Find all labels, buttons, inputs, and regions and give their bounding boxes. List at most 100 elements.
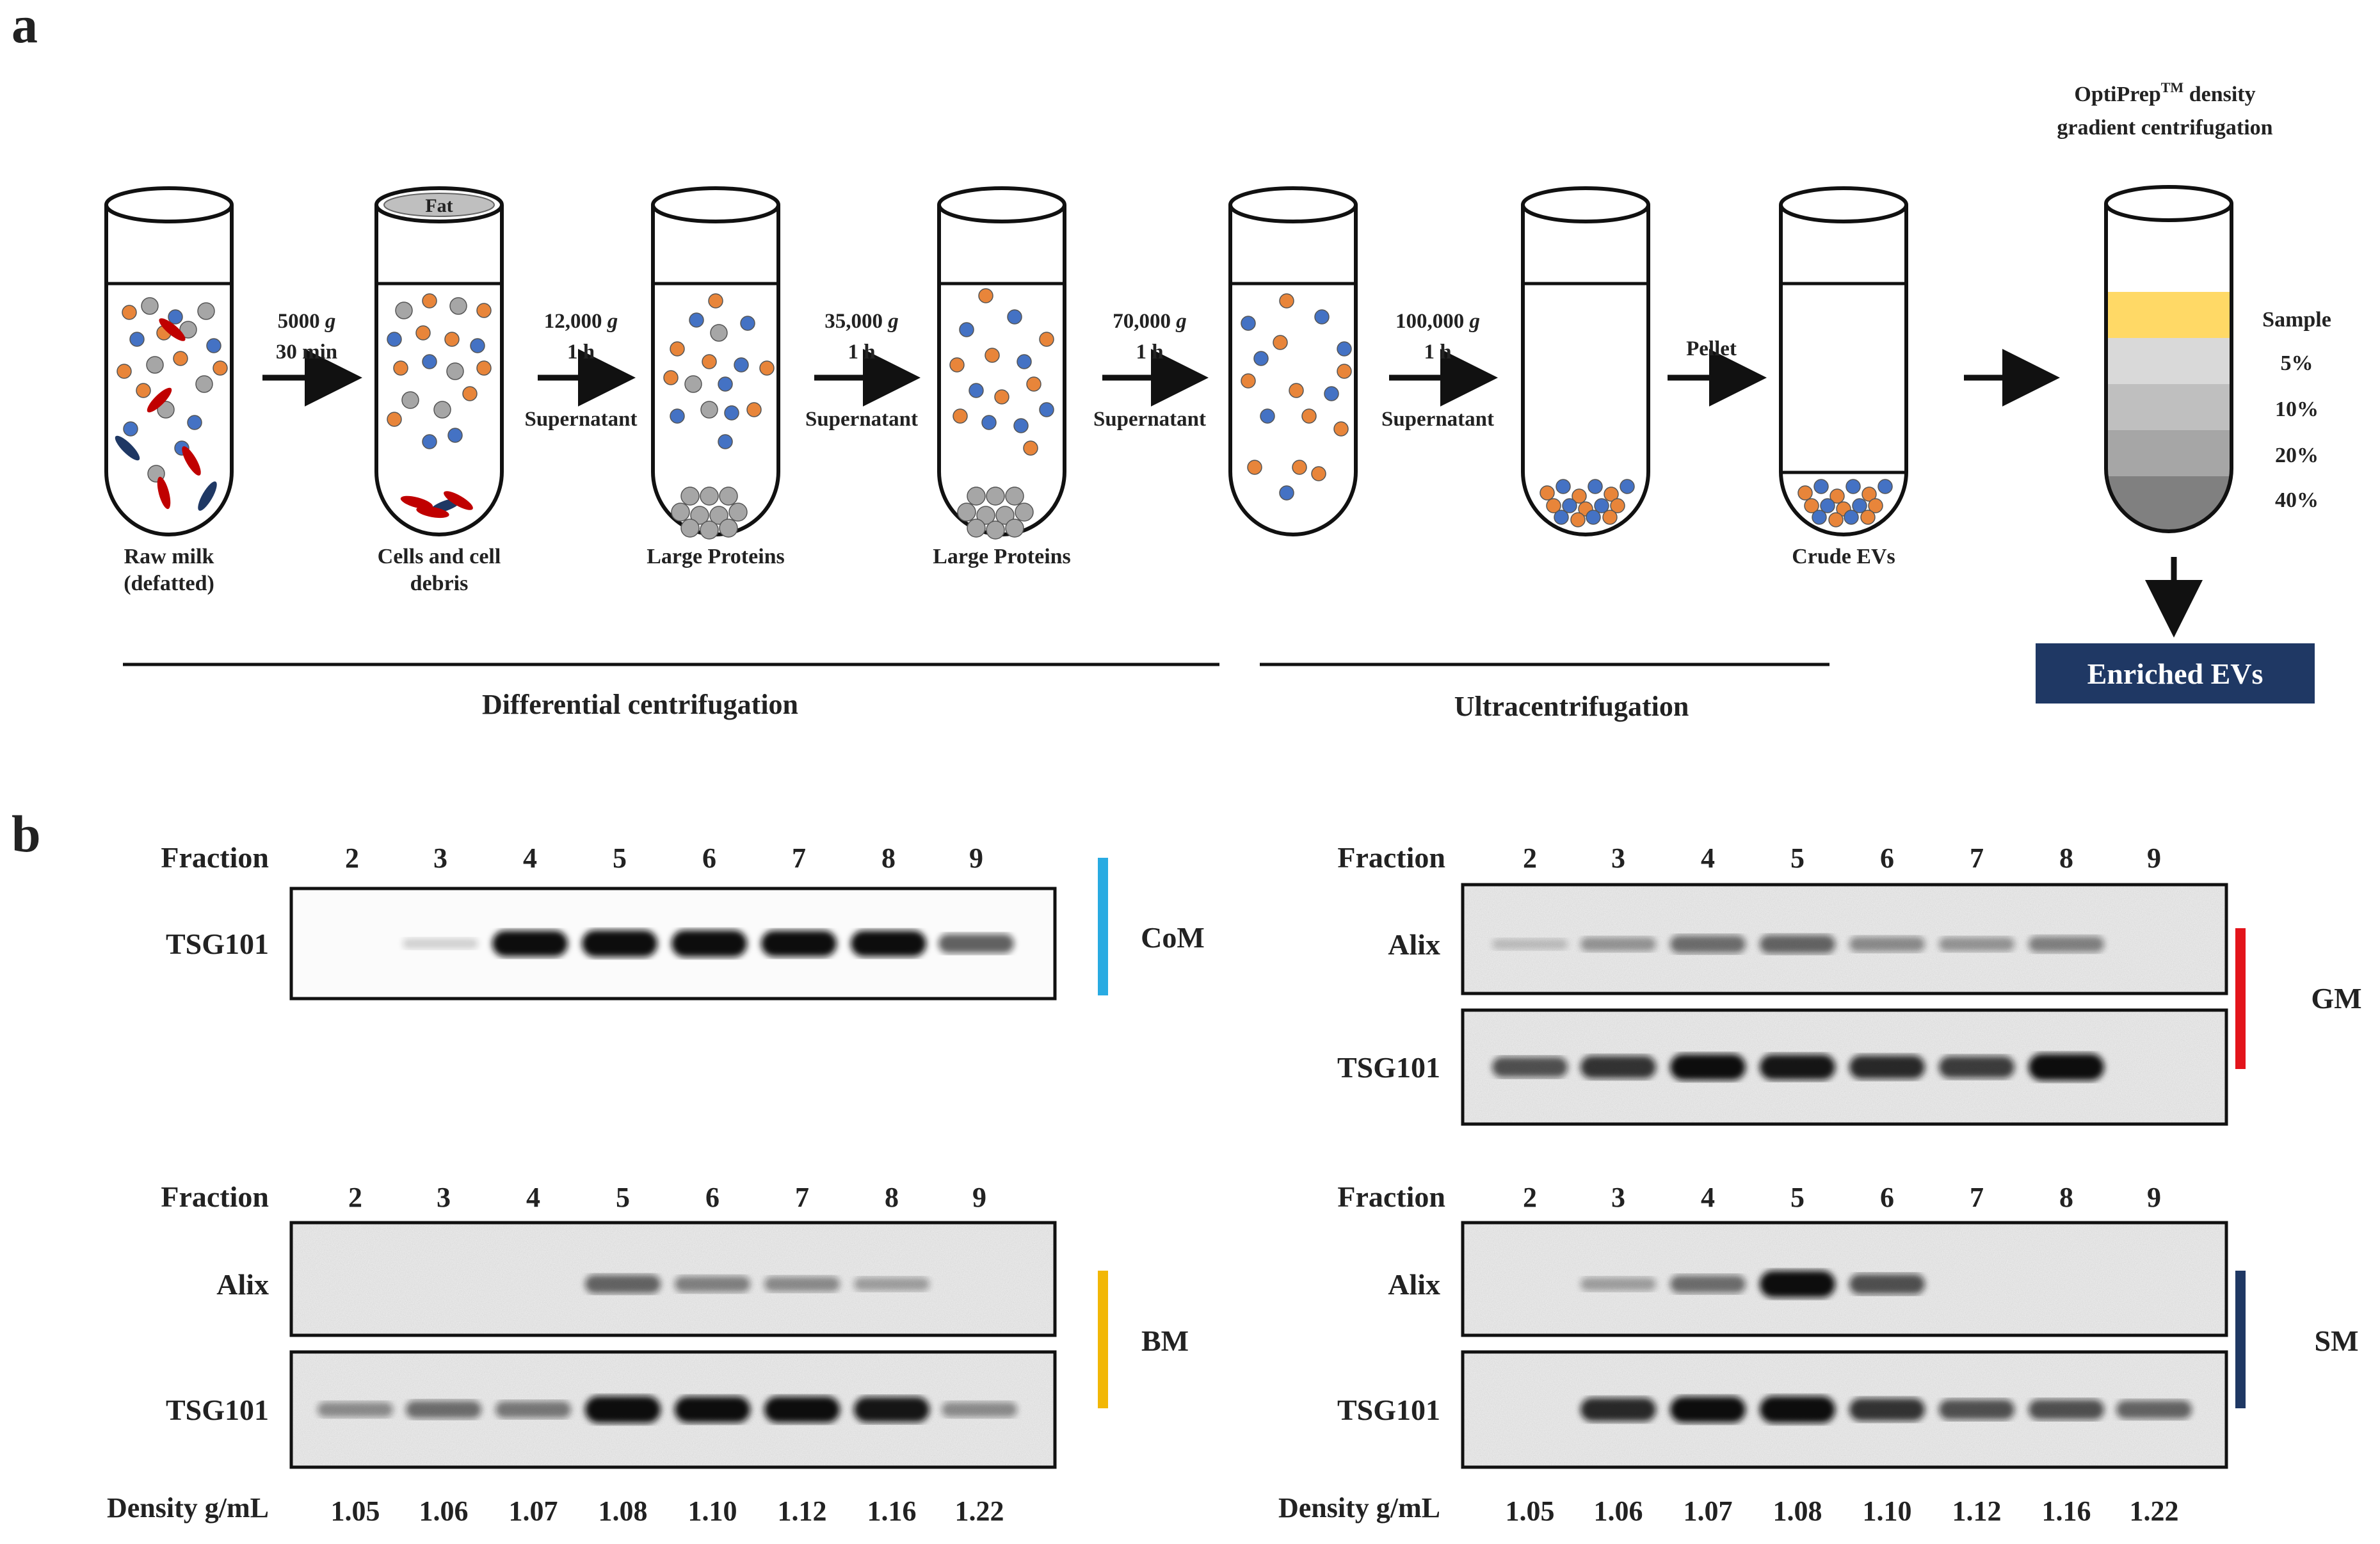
sample-label: CoM xyxy=(1141,921,1205,954)
fraction-number: 3 xyxy=(437,1182,451,1213)
tube-4: Large Proteins xyxy=(933,186,1071,568)
band-alix-fraction-3 xyxy=(1580,1277,1656,1291)
speed-label-3: 35,000 g xyxy=(824,310,899,333)
band-alix-fraction-5 xyxy=(1760,1271,1835,1298)
gradient-title-line1: OptiPrepTM density xyxy=(2074,79,2255,106)
fraction-number: 3 xyxy=(433,842,447,874)
step-arrow-6: Pellet xyxy=(1668,337,1767,406)
band-tsg101-fraction-8 xyxy=(2029,1399,2104,1420)
band-alix-fraction-2 xyxy=(1492,938,1568,950)
band-alix-fraction-3 xyxy=(1580,937,1656,952)
density-value: 1.06 xyxy=(419,1495,469,1527)
gradient-layer-5 xyxy=(2106,476,2231,531)
fraction-number: 8 xyxy=(885,1182,899,1213)
fraction-number: 6 xyxy=(1880,842,1894,874)
fraction-number: 7 xyxy=(1970,842,1984,874)
fraction-number: 9 xyxy=(969,842,983,874)
fat-label: Fat xyxy=(425,195,453,216)
enriched-evs-box xyxy=(2036,643,2315,704)
fraction-number: 4 xyxy=(1701,842,1715,874)
gradient-layer-label-4: 20% xyxy=(2275,444,2319,467)
note-label-6: Pellet xyxy=(1686,337,1737,360)
time-label-5: 1 h xyxy=(1424,341,1451,364)
band-tsg101-fraction-3 xyxy=(1580,1056,1656,1079)
band-tsg101-fraction-2 xyxy=(318,1402,393,1417)
note-label-2: Supernatant xyxy=(524,408,637,431)
fraction-number: 5 xyxy=(616,1182,630,1213)
band-alix-fraction-7 xyxy=(764,1276,840,1292)
band-tsg101-fraction-5 xyxy=(1760,1054,1835,1080)
density-value: 1.08 xyxy=(1773,1495,1822,1527)
fraction-number: 4 xyxy=(526,1182,540,1213)
band-alix-fraction-4 xyxy=(1670,1275,1746,1293)
band-tsg101-fraction-6 xyxy=(1849,1398,1925,1421)
density-value: 1.08 xyxy=(599,1495,648,1527)
gradient-layer-3 xyxy=(2106,384,2231,430)
note-label-3: Supernatant xyxy=(805,408,918,431)
fraction-number: 8 xyxy=(2059,1182,2073,1213)
protein-label: Alix xyxy=(1388,1268,1440,1301)
gradient-layer-4 xyxy=(2106,430,2231,476)
blot-row-tsg101 xyxy=(1461,1350,2228,1469)
fraction-number: 6 xyxy=(1880,1182,1894,1213)
band-tsg101-fraction-4 xyxy=(1670,1054,1746,1081)
protein-label: TSG101 xyxy=(1337,1051,1440,1084)
band-alix-fraction-4 xyxy=(1670,935,1746,953)
sample-color-bar xyxy=(1098,1271,1108,1408)
blot-row-tsg101 xyxy=(289,887,1057,1001)
sample-label: GM xyxy=(2311,982,2361,1015)
band-tsg101-fraction-9 xyxy=(942,1402,1017,1417)
fraction-number: 5 xyxy=(613,842,627,874)
fraction-number: 3 xyxy=(1611,842,1625,874)
tube-5 xyxy=(1228,186,1358,536)
fraction-number: 7 xyxy=(1970,1182,1984,1213)
sample-color-bar xyxy=(2235,928,2246,1069)
sample-color-bar xyxy=(1098,858,1108,995)
fraction-number: 4 xyxy=(1701,1182,1715,1213)
band-alix-fraction-5 xyxy=(585,1275,661,1294)
band-alix-fraction-8 xyxy=(854,1277,929,1291)
time-label-3: 1 h xyxy=(848,341,875,364)
step-arrow-3: 35,000 g 1 h Supernatant xyxy=(805,310,921,431)
tube-6 xyxy=(1521,186,1650,536)
band-tsg101-fraction-7 xyxy=(761,930,837,957)
fraction-number: 2 xyxy=(1523,842,1537,874)
blot-row-alix xyxy=(1461,883,2228,995)
gradient-layer-label-5: 40% xyxy=(2275,488,2319,512)
tube-label-3-line1: Large Proteins xyxy=(647,545,785,568)
blot-row-tsg101 xyxy=(1461,1008,2228,1126)
band-tsg101-fraction-9 xyxy=(938,933,1014,954)
time-label-4: 1 h xyxy=(1136,341,1163,364)
density-value: 1.16 xyxy=(867,1495,917,1527)
fraction-number: 9 xyxy=(972,1182,986,1213)
protein-label: TSG101 xyxy=(166,1394,269,1426)
band-tsg101-fraction-7 xyxy=(764,1396,840,1423)
protein-label: TSG101 xyxy=(1337,1394,1440,1426)
fraction-number: 8 xyxy=(2059,842,2073,874)
tube-label-2-line2: debris xyxy=(410,572,469,595)
band-alix-fraction-8 xyxy=(2029,936,2104,953)
tube-label-7-line1: Crude EVs xyxy=(1792,545,1895,568)
density-value: 1.05 xyxy=(331,1495,380,1527)
band-tsg101-fraction-4 xyxy=(495,1401,571,1419)
density-value: 1.06 xyxy=(1594,1495,1643,1527)
gradient-layer-2 xyxy=(2106,338,2231,384)
tube-label-1-line1: Raw milk xyxy=(124,545,214,568)
panel-b-label: b xyxy=(12,805,41,863)
band-alix-fraction-6 xyxy=(675,1276,750,1292)
enriched-evs-label: Enriched EVs xyxy=(2087,657,2263,690)
density-value: 1.10 xyxy=(1863,1495,1912,1527)
density-value: 1.07 xyxy=(1684,1495,1733,1527)
density-label: Density g/mL xyxy=(107,1492,269,1524)
band-tsg101-fraction-3 xyxy=(406,1401,481,1419)
density-value: 1.12 xyxy=(778,1495,827,1527)
band-tsg101-fraction-3 xyxy=(403,938,478,949)
fraction-number: 4 xyxy=(523,842,537,874)
